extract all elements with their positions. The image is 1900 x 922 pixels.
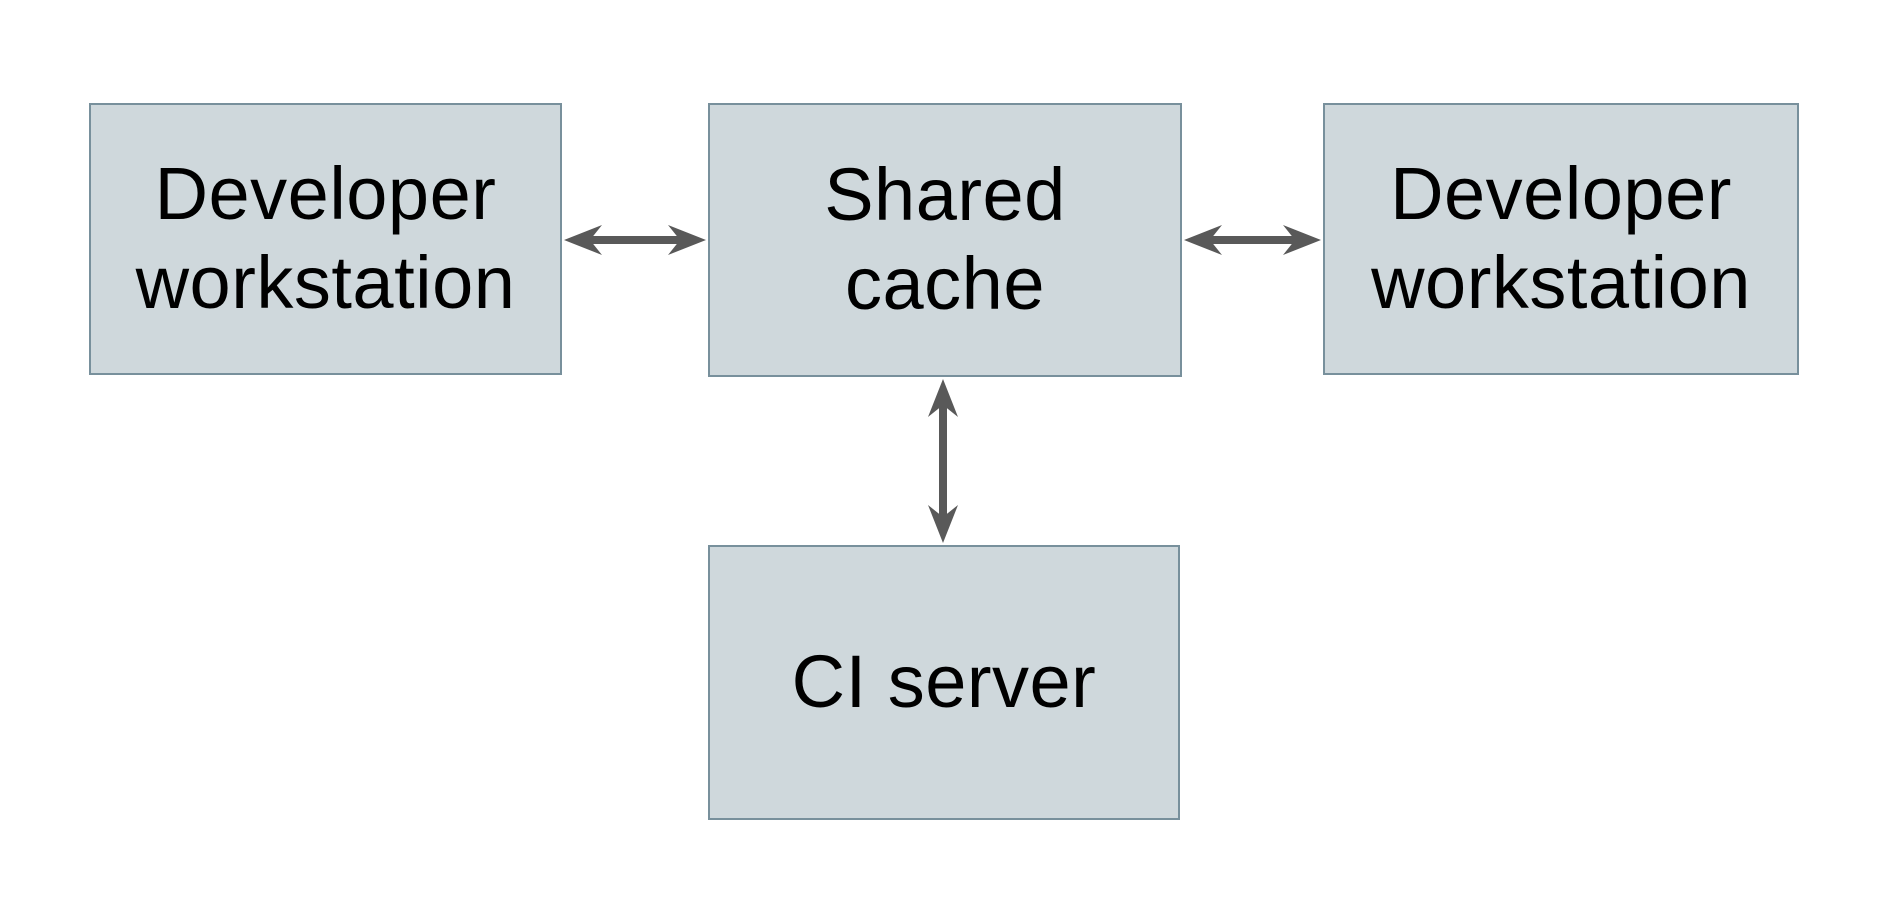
- node-label-developer-workstation-right: Developer workstation: [1371, 152, 1751, 324]
- node-label-ci-server: CI server: [791, 640, 1097, 724]
- node-label-shared-cache: Shared cache: [824, 153, 1066, 325]
- arrow-sharedcache-ciserver: [928, 379, 958, 543]
- arrow-devleft-sharedcache: [564, 225, 706, 255]
- node-label-developer-workstation-left: Developer workstation: [135, 152, 516, 324]
- node-shared-cache: Shared cache: [708, 103, 1182, 377]
- node-ci-server: CI server: [708, 545, 1180, 820]
- node-developer-workstation-right: Developer workstation: [1323, 103, 1799, 375]
- arrow-sharedcache-devright: [1184, 225, 1321, 255]
- node-developer-workstation-left: Developer workstation: [89, 103, 562, 375]
